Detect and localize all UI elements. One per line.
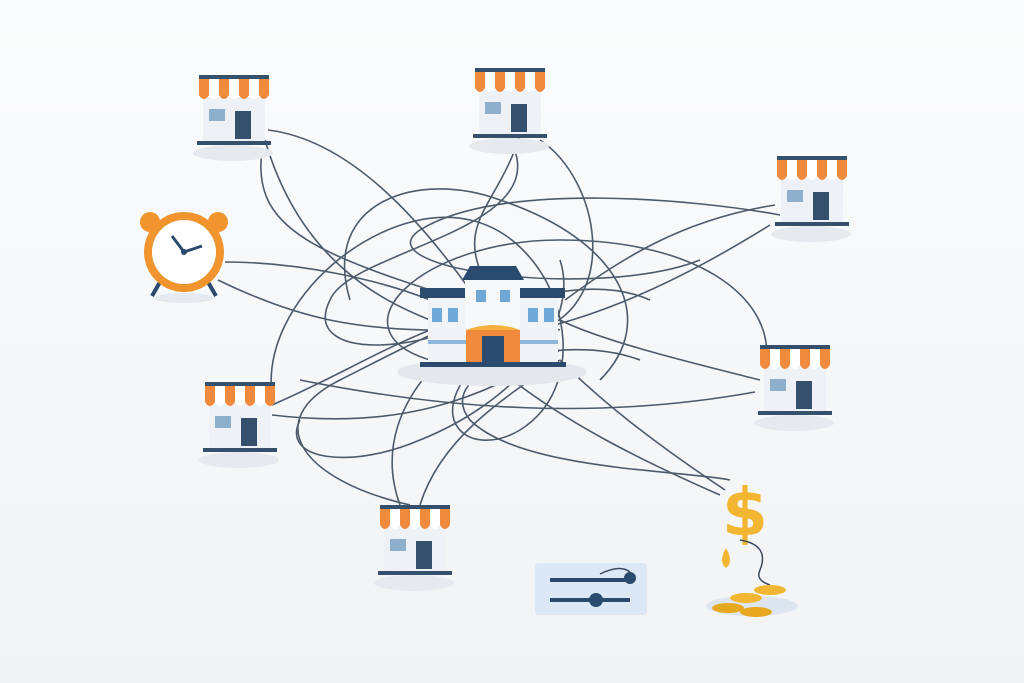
slider-panel-icon (535, 563, 647, 615)
store-icon (193, 75, 273, 161)
alarm-clock-icon (140, 212, 228, 303)
central-warehouse-icon (397, 266, 587, 386)
store-icon (374, 505, 454, 591)
store-icon (469, 68, 549, 154)
store-icon (199, 382, 279, 468)
store-icon (754, 345, 834, 431)
store-icon (771, 156, 851, 242)
svg-text:$: $ (722, 474, 768, 551)
